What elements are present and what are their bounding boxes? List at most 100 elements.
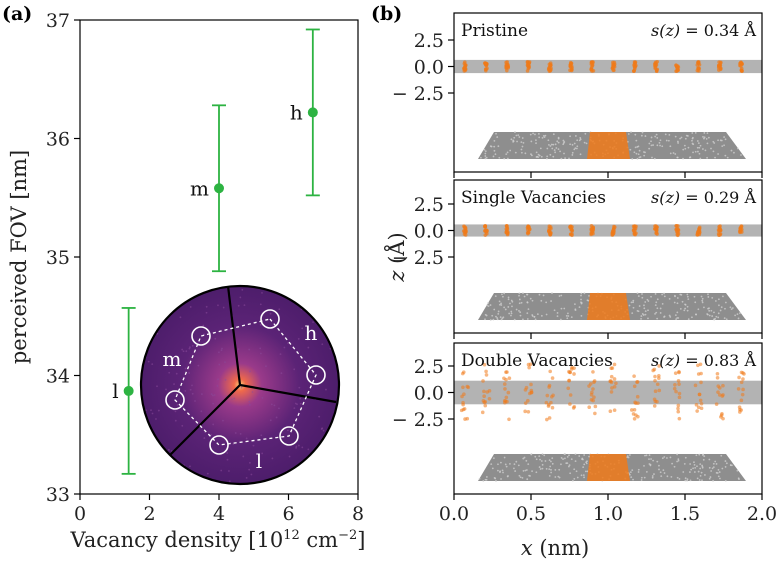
atom — [717, 393, 722, 397]
y-tick-label: − 2.5 — [392, 409, 444, 431]
atom — [572, 404, 577, 409]
speckle — [175, 372, 178, 375]
sheet-atom — [541, 467, 544, 470]
sheet-atom — [512, 140, 515, 143]
speckle — [269, 419, 272, 422]
speckle — [212, 423, 215, 426]
atom — [653, 374, 657, 379]
sheet-atom — [724, 307, 726, 310]
speckle — [242, 455, 245, 458]
sz-annotation: s(z) = 0.29 Å — [651, 187, 756, 207]
sheet-atom — [542, 134, 545, 137]
sheet-atom — [530, 140, 533, 143]
atom — [505, 224, 509, 228]
sheet-atom — [493, 145, 496, 148]
sheet-atom — [631, 312, 634, 315]
sheet-atom — [553, 149, 556, 151]
sheet-atom — [684, 456, 687, 459]
sheet-atom — [563, 152, 565, 155]
sheet-atom — [636, 292, 639, 295]
sheet-atom — [686, 309, 689, 312]
atom — [740, 69, 744, 73]
sheet-atom — [498, 156, 501, 159]
speckle — [240, 386, 243, 389]
sheet-atom — [715, 463, 718, 465]
sheet-atom — [557, 141, 560, 144]
sheet-atom — [706, 313, 709, 316]
sheet-atom — [637, 471, 640, 473]
sheet-atom — [518, 298, 521, 301]
speckle — [169, 358, 171, 361]
atom — [721, 393, 725, 397]
atom — [614, 381, 618, 386]
sheet-atom — [679, 307, 682, 310]
sz-value: = 0.83 Å — [680, 350, 756, 370]
sheet-atom — [527, 463, 530, 466]
sheet-atom — [549, 145, 552, 147]
sheet-atom — [723, 144, 725, 147]
sheet-atom — [549, 153, 552, 156]
sheet-atom — [703, 136, 706, 139]
atom — [463, 229, 468, 233]
sheet-atom — [713, 311, 715, 314]
sheet-atom — [717, 316, 720, 319]
sheet-atom — [510, 314, 512, 317]
sheet-atom — [648, 458, 650, 461]
sheet-atom — [701, 299, 704, 302]
sz-annotation: s(z) = 0.83 Å — [651, 350, 756, 370]
atom — [524, 385, 529, 390]
atom — [591, 370, 595, 374]
atom — [657, 364, 661, 368]
sheet-atom — [710, 470, 713, 472]
atom — [591, 398, 595, 403]
atom — [653, 227, 657, 231]
x-tick-label: 0 — [74, 503, 86, 525]
sheet-atom — [673, 465, 676, 468]
sheet-atom — [655, 133, 658, 136]
sheet-atom — [485, 156, 488, 159]
sheet-atom — [733, 151, 735, 154]
sheet-atom — [666, 457, 668, 459]
sheet-atom — [675, 318, 677, 321]
sheet-atom — [573, 478, 576, 480]
atom — [695, 409, 699, 413]
sheet-atom — [686, 293, 689, 296]
sheet-atom — [658, 142, 661, 144]
sheet-atom — [676, 311, 679, 314]
sheet-atom — [526, 312, 529, 315]
sheet-atom — [518, 294, 520, 297]
atom — [634, 401, 638, 405]
sheet-atom — [676, 453, 678, 456]
sheet-atom — [652, 459, 655, 462]
sheet-atom — [574, 308, 577, 311]
sheet-atom — [526, 318, 529, 320]
sheet-atom — [535, 151, 538, 154]
sheet-atom — [504, 463, 507, 466]
sheet-atom — [521, 145, 524, 148]
atom — [657, 388, 662, 393]
sheet-atom — [723, 317, 726, 320]
sheet-highlight — [587, 293, 630, 320]
sheet-atom — [632, 299, 635, 302]
sheet-atom — [547, 139, 550, 142]
sheet-atom — [684, 147, 687, 150]
atom — [608, 409, 613, 414]
sheet-atom — [487, 302, 490, 304]
sheet-atom — [695, 313, 697, 316]
atom — [505, 227, 510, 231]
sheet-atom — [491, 467, 494, 470]
sheet-atom — [582, 466, 585, 469]
sheet-atom — [703, 132, 706, 134]
sheet-atom — [684, 477, 687, 480]
sheet-atom — [634, 133, 637, 136]
sheet-atom — [665, 139, 668, 142]
atom — [674, 224, 678, 228]
sheet-atom — [559, 150, 561, 153]
atom — [740, 227, 744, 232]
sheet-atom — [546, 155, 549, 158]
atom — [502, 382, 507, 386]
atom — [482, 394, 486, 399]
sheet-atom — [712, 140, 715, 143]
sheet-atom — [628, 473, 631, 476]
